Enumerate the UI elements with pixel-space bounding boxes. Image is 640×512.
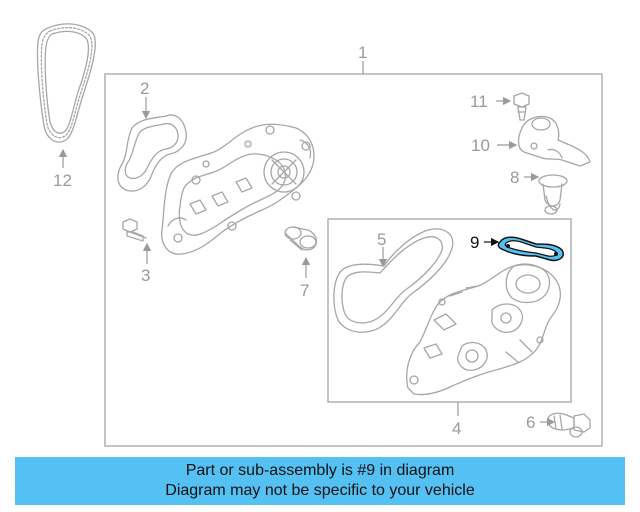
- gasket-2: [117, 114, 187, 192]
- info-banner: Part or sub-assembly is #9 in diagram Di…: [15, 457, 625, 505]
- gasket-9-highlighted: [497, 236, 564, 262]
- callout-4: 4: [452, 419, 461, 438]
- banner-line-1: Part or sub-assembly is #9 in diagram: [185, 462, 455, 479]
- callout-6: 6: [526, 413, 535, 432]
- callout-1: 1: [358, 43, 367, 62]
- callout-10: 10: [471, 136, 490, 155]
- callout-7: 7: [300, 281, 309, 300]
- bolt-6: [547, 412, 591, 438]
- bolt-3: [122, 218, 147, 242]
- thermostat-housing-10: [517, 115, 591, 167]
- banner-line-2: Diagram may not be specific to your vehi…: [165, 482, 475, 499]
- bolt-11: [513, 92, 530, 121]
- callout-2: 2: [140, 79, 149, 98]
- water-pump-housing: [161, 123, 315, 255]
- water-pump-assembly-inner: [406, 263, 562, 396]
- assembly-box-4: [327, 218, 572, 403]
- callout-8: 8: [510, 168, 519, 187]
- callout-11: 11: [470, 92, 488, 111]
- callout-9: 9: [470, 233, 479, 252]
- gasket-5: [333, 228, 454, 333]
- callout-5: 5: [377, 230, 386, 249]
- assembly-box-1: [104, 73, 603, 447]
- callout-3: 3: [141, 266, 150, 285]
- callout-12: 12: [53, 171, 72, 190]
- parts-diagram: 1 4 12 2: [36, 23, 603, 447]
- thermostat-8: [538, 174, 568, 215]
- timing-belt-12: [36, 23, 96, 143]
- bushing-7: [284, 226, 318, 251]
